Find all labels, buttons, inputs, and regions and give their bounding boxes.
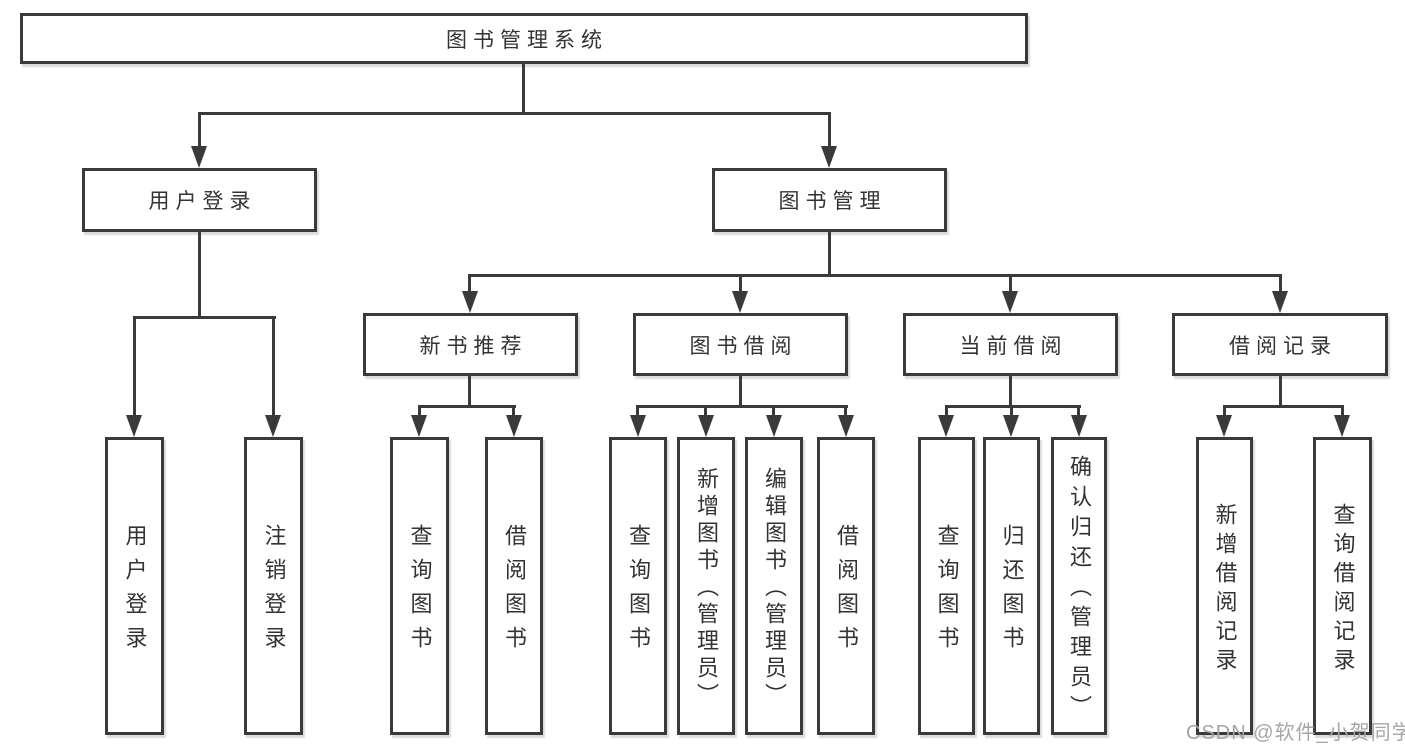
leaf-borrow-book-borrow: 借阅图书	[817, 437, 875, 735]
connector-drop-leaf	[272, 316, 275, 420]
node-root: 图书管理系统	[20, 13, 1028, 64]
arrowhead-icon	[766, 415, 782, 437]
node-root-label: 图书管理系统	[446, 28, 608, 52]
leaf-confirm-return-admin: 确认归还（管理员）	[1051, 437, 1107, 735]
leaf-user-login: 用户登录	[105, 437, 164, 735]
node-new-book-recommend: 新书推荐	[363, 313, 578, 376]
arrowhead-icon	[630, 415, 646, 437]
connector-drop-level3	[1279, 274, 1282, 296]
leaf-query-book-current: 查询图书	[918, 437, 975, 735]
connector-level3-rail	[468, 274, 1282, 277]
node-current-borrow: 当前借阅	[903, 313, 1118, 376]
arrowhead-icon	[1071, 415, 1087, 437]
connector-drop-leaf	[1341, 405, 1344, 419]
connector-drop-leaf	[1223, 405, 1226, 419]
connector-drop-leaf	[1077, 405, 1080, 419]
node-book-management-label: 图书管理	[778, 190, 887, 213]
arrowhead-icon	[938, 415, 954, 437]
connector-drop-leaf	[945, 405, 948, 419]
connector-borrow-rail	[636, 405, 848, 408]
leaf-edit-book-admin: 编辑图书（管理员）	[745, 437, 803, 735]
leaf-logout: 注销登录	[244, 437, 303, 735]
connector-current-stem	[1009, 376, 1012, 408]
connector-user-login-stem	[198, 232, 201, 319]
node-book-borrow: 图书借阅	[633, 313, 848, 376]
arrowhead-icon	[1272, 291, 1288, 313]
leaf-query-borrow-record: 查询借阅记录	[1313, 437, 1372, 735]
connector-drop-leaf	[133, 316, 136, 420]
connector-drop-level3	[1009, 274, 1012, 296]
connector-drop-leaf	[704, 405, 707, 419]
watermark: CSDN @软件_小贺同学	[1186, 722, 1405, 744]
connector-drop-level3	[468, 274, 471, 296]
node-user-login: 用户登录	[82, 168, 317, 232]
connector-recommend-rail	[418, 405, 516, 408]
arrowhead-icon	[698, 415, 714, 437]
node-book-borrow-label: 图书借阅	[689, 334, 798, 358]
connector-drop-user-login	[198, 112, 201, 148]
connector-drop-leaf	[512, 405, 515, 419]
node-user-login-label: 用户登录	[148, 190, 257, 213]
connector-drop-book-management	[828, 112, 831, 148]
arrowhead-icon	[1334, 415, 1350, 437]
arrowhead-icon	[838, 415, 854, 437]
arrowhead-icon	[506, 415, 522, 437]
arrowhead-icon	[191, 146, 207, 168]
connector-current-rail	[945, 405, 1081, 408]
connector-recommend-stem	[468, 376, 471, 408]
connector-book-management-stem	[828, 232, 831, 277]
node-book-management: 图书管理	[712, 168, 947, 232]
arrowhead-icon	[1216, 415, 1232, 437]
connector-drop-leaf	[1010, 405, 1013, 419]
leaf-query-book-borrow: 查询图书	[609, 437, 667, 735]
node-current-borrow-label: 当前借阅	[959, 334, 1068, 358]
connector-records-stem	[1279, 376, 1282, 408]
connector-root-trunk	[522, 64, 525, 115]
node-borrow-records-label: 借阅记录	[1229, 334, 1337, 358]
arrowhead-icon	[821, 146, 837, 168]
node-new-book-recommend-label: 新书推荐	[419, 334, 528, 358]
arrowhead-icon	[732, 291, 748, 313]
leaf-add-book-admin: 新增图书（管理员）	[677, 437, 735, 735]
leaf-borrow-book-recommend: 借阅图书	[485, 437, 543, 735]
leaf-return-book: 归还图书	[983, 437, 1040, 735]
arrowhead-icon	[1003, 415, 1019, 437]
connector-level2-rail	[198, 112, 831, 115]
arrowhead-icon	[411, 415, 427, 437]
arrowhead-icon	[1002, 291, 1018, 313]
connector-borrow-stem	[739, 376, 742, 408]
node-borrow-records: 借阅记录	[1172, 313, 1388, 376]
arrowhead-icon	[126, 415, 142, 437]
leaf-query-book-recommend: 查询图书	[390, 437, 449, 735]
connector-user-login-rail	[133, 316, 276, 319]
leaf-add-borrow-record: 新增借阅记录	[1196, 437, 1253, 735]
connector-drop-level3	[739, 274, 742, 296]
connector-drop-leaf	[418, 405, 421, 419]
arrowhead-icon	[265, 415, 281, 437]
connector-drop-leaf	[772, 405, 775, 419]
connector-records-rail	[1223, 405, 1344, 408]
connector-drop-leaf	[636, 405, 639, 419]
connector-drop-leaf	[844, 405, 847, 419]
arrowhead-icon	[462, 291, 478, 313]
